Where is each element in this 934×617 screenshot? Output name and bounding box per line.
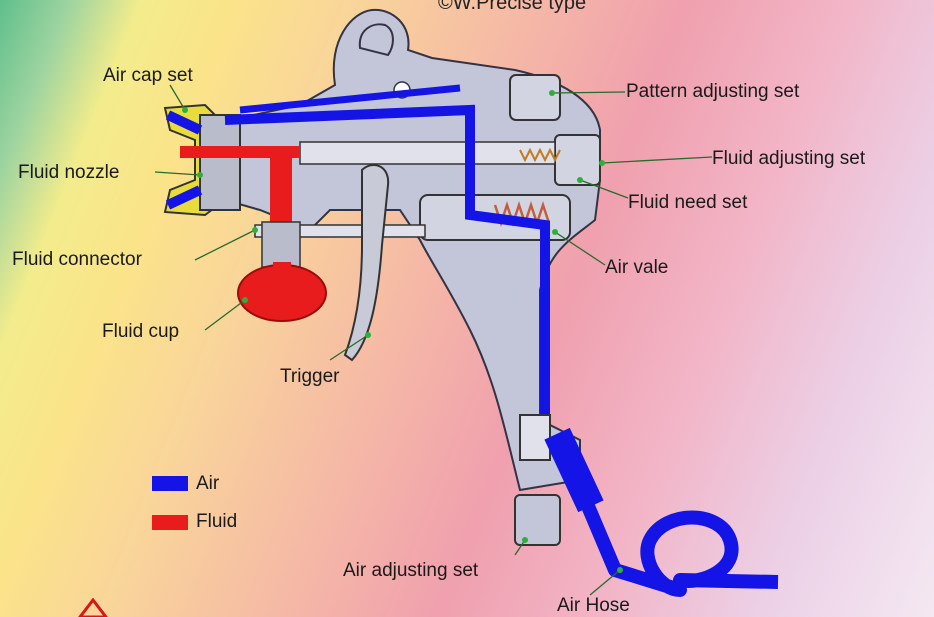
legend-label-air: Air [196,474,219,493]
air-hose [560,440,778,590]
label-air-vale: Air vale [605,258,668,277]
warning-triangle-icon [78,598,108,617]
label-pattern-adjusting-set: Pattern adjusting set [626,82,799,101]
label-air-adjusting-set: Air adjusting set [343,561,478,580]
label-air-hose: Air Hose [557,596,630,615]
label-air-cap-set: Air cap set [103,66,193,85]
label-fluid-cup: Fluid cup [102,322,179,341]
label-fluid-nozzle: Fluid nozzle [18,163,119,182]
pattern-adjusting-knob [510,75,560,120]
air-adjusting-knob [515,495,560,545]
label-fluid-need-set: Fluid need set [628,193,747,212]
label-fluid-connector: Fluid connector [12,250,142,269]
label-trigger: Trigger [280,367,339,386]
fluid-connector-fitting [262,222,300,267]
label-fluid-adjusting-set: Fluid adjusting set [712,149,865,168]
fluid-adjusting-knob [555,135,600,185]
legend-swatch-air [152,476,188,491]
legend-label-fluid: Fluid [196,512,237,531]
diagram-title: ©W.Precise type [438,0,586,15]
legend-swatch-fluid [152,515,188,530]
air-cap-ring [200,115,240,210]
fluid-needle [300,142,555,164]
